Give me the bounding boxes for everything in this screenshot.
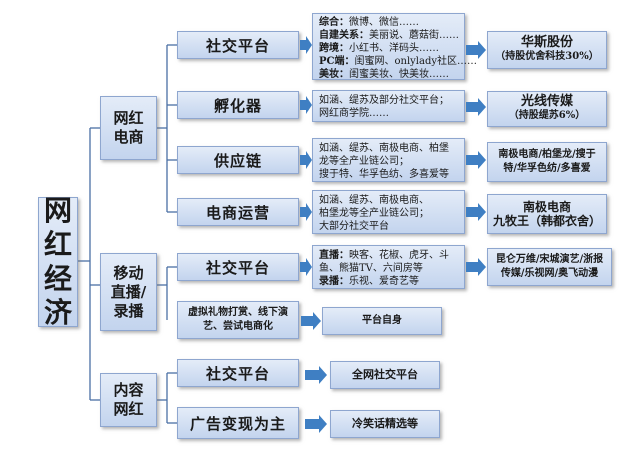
result-line: 南极电商 <box>522 200 571 214</box>
result-huasi: 华斯股份 （持股优舍科技30%） <box>487 31 607 69</box>
root-node: 网 红 经 济 <box>38 194 78 329</box>
group-label-line: 网红 <box>113 109 144 127</box>
detail-ecommerce-ops: 如涵、缇苏、南极电商、 柏堡龙等全产业链公司； 大部分社交平台 <box>312 190 465 234</box>
group-label-line: 电商 <box>113 128 144 146</box>
detail-line: 直播：映客、花椒、虎牙、斗 <box>319 250 449 261</box>
group-label-line: 录播 <box>113 301 144 320</box>
detail-line: 如涵、缇苏、南极电商、 <box>319 195 429 206</box>
detail-line: 龙等全产业链公司； <box>319 156 409 167</box>
arrow-right-icon <box>300 151 312 169</box>
group-wanghong-dianshang: 网红 电商 <box>100 96 157 160</box>
node-supply-chain: 供应链 <box>177 146 299 174</box>
detail-line: 柏堡龙等全产业链公司； <box>319 208 429 219</box>
result-platform-self: 平台自身 <box>322 307 442 335</box>
result-guangxian: 光线传媒 （持股缇苏6%） <box>487 91 607 127</box>
arrow-right-icon <box>466 151 486 169</box>
detail-line: PC端：闺蜜网、onlylady社区…… <box>319 56 478 67</box>
result-ecommerce-ops: 南极电商 九牧王（韩都衣舍） <box>487 194 607 234</box>
detail-supply-chain: 如涵、缇苏、南极电商、柏堡 龙等全产业链公司； 搜于特、华孚色纺、多喜爱等 <box>312 138 465 182</box>
node-title-line: 艺、尝试电商化 <box>203 321 273 332</box>
result-line: 昆仑万维/宋城演艺/浙报 <box>495 254 604 265</box>
result-line: 全网社交平台 <box>352 368 418 381</box>
result-line: 九牧王（韩都衣舍） <box>492 214 601 228</box>
arrow-right-icon <box>305 415 327 433</box>
group-content-wanghong: 内容 网红 <box>100 373 157 427</box>
node-live-social-platform: 社交平台 <box>177 253 299 281</box>
node-title-line: 虚拟礼物打赏、线下演 <box>188 307 288 318</box>
detail-line: 如涵、缇苏及部分社交平台； <box>319 95 449 106</box>
detail-live-social-platform: 直播：映客、花椒、虎牙、斗 鱼、熊猫TV、六间房等 录播：乐视、爱奇艺等 <box>312 245 465 289</box>
arrow-right-icon <box>305 366 327 384</box>
group-label-line: 内容 <box>113 381 144 399</box>
detail-line: 网红商学院…… <box>319 108 389 119</box>
arrow-right-icon <box>300 36 312 54</box>
node-title: 供应链 <box>213 151 262 170</box>
root-char: 济 <box>43 296 72 329</box>
detail-incubator: 如涵、缇苏及部分社交平台； 网红商学院…… <box>312 90 465 122</box>
root-char: 红 <box>43 228 72 261</box>
result-cold-jokes: 冷笑话精选等 <box>330 410 440 438</box>
result-line: 特/华孚色纺/多喜爱 <box>503 163 591 174</box>
node-monetization: 虚拟礼物打赏、线下演 艺、尝试电商化 <box>177 301 299 339</box>
arrow-right-icon <box>301 312 321 330</box>
node-title: 孵化器 <box>213 96 262 115</box>
result-main: 光线传媒 <box>520 94 573 109</box>
node-ecommerce-ops: 电商运营 <box>177 198 299 226</box>
detail-line: 搜于特、华孚色纺、多喜爱等 <box>319 169 449 180</box>
group-live-stream: 移动 直播/ 录播 <box>100 253 157 331</box>
node-content-social-platform: 社交平台 <box>177 359 299 387</box>
result-supply-chain: 南极电商/柏堡龙/搜于 特/华孚色纺/多喜爱 <box>487 142 607 182</box>
arrow-right-icon <box>300 203 312 221</box>
arrow-right-icon <box>466 41 486 59</box>
arrow-right-icon <box>466 258 486 276</box>
result-line: 冷笑话精选等 <box>352 417 418 430</box>
result-live-companies: 昆仑万维/宋城演艺/浙报 传媒/乐视网/奥飞动漫 <box>487 248 612 286</box>
node-title: 广告变现为主 <box>189 414 286 433</box>
arrow-right-icon <box>466 98 486 116</box>
group-label-line: 网红 <box>113 400 144 418</box>
detail-line: 鱼、熊猫TV、六间房等 <box>319 263 423 274</box>
group-label-line: 移动 <box>113 263 144 282</box>
node-social-platform: 社交平台 <box>177 31 299 59</box>
detail-line: 自建关系：美丽说、蘑菇街…… <box>319 30 459 41</box>
detail-line: 大部分社交平台 <box>319 221 389 232</box>
arrow-right-icon <box>466 203 486 221</box>
node-title: 社交平台 <box>205 364 270 383</box>
arrow-right-icon <box>300 96 312 114</box>
detail-social-platform: 综合：微博、微信…… 自建关系：美丽说、蘑菇街…… 跨境：小红书、洋码头…… P… <box>312 13 478 80</box>
node-incubator: 孵化器 <box>177 91 299 119</box>
result-sub: （持股缇苏6%） <box>508 110 586 121</box>
arrow-right-icon <box>300 258 312 276</box>
result-all-social: 全网社交平台 <box>330 361 440 389</box>
result-sub: （持股优舍科技30%） <box>495 51 599 62</box>
group-label-line: 直播/ <box>110 282 147 301</box>
root-char: 经 <box>43 262 72 295</box>
node-advertising: 广告变现为主 <box>177 407 299 439</box>
result-line: 南极电商/柏堡龙/搜于 <box>498 149 596 160</box>
result-line: 传媒/乐视网/奥飞动漫 <box>500 268 599 279</box>
node-title: 社交平台 <box>205 36 270 55</box>
detail-line: 美妆：闺蜜美妆、快美妆…… <box>319 69 449 80</box>
detail-line: 综合：微博、微信…… <box>319 17 419 28</box>
detail-line: 如涵、缇苏、南极电商、柏堡 <box>319 143 449 154</box>
root-char: 网 <box>43 194 72 227</box>
node-title: 电商运营 <box>205 203 270 222</box>
detail-line: 跨境：小红书、洋码头…… <box>319 43 439 54</box>
node-title: 社交平台 <box>205 258 270 277</box>
result-line: 平台自身 <box>362 315 402 326</box>
detail-line: 录播：乐视、爱奇艺等 <box>319 276 419 287</box>
result-main: 华斯股份 <box>520 35 573 50</box>
